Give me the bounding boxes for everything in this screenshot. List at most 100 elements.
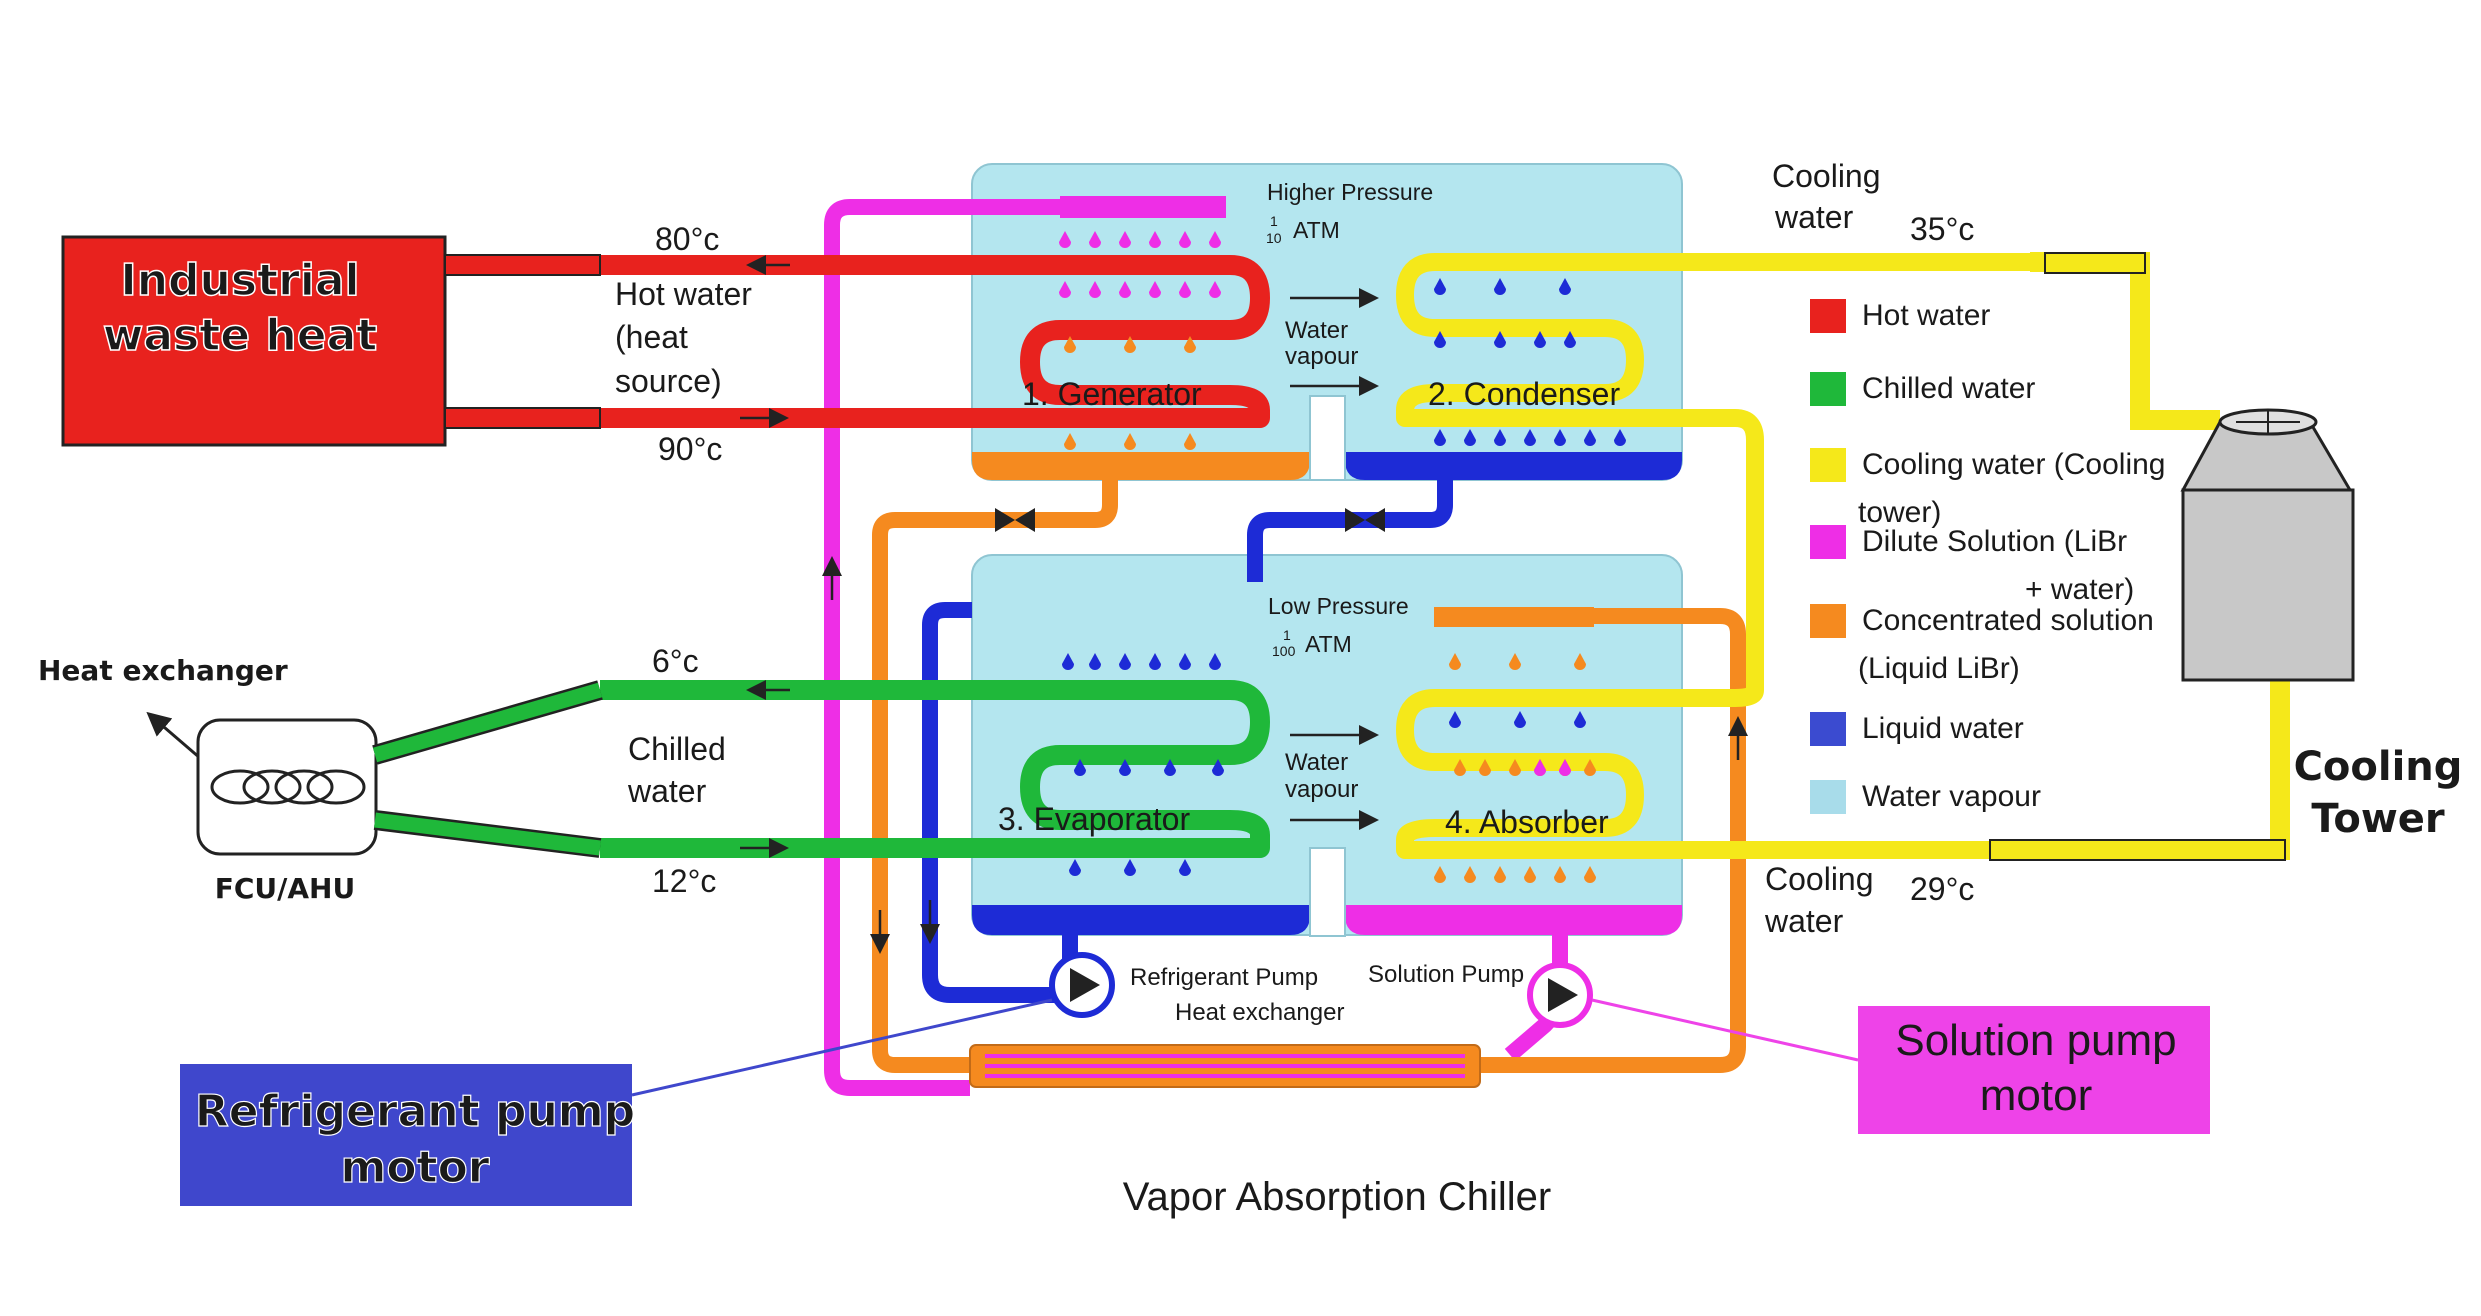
droplet <box>1119 653 1131 670</box>
high-pressure-label: Higher Pressure <box>1267 179 1433 205</box>
refrigerant-pump <box>1049 952 1115 1018</box>
droplet <box>1149 231 1161 248</box>
hot-water-coil <box>600 255 1270 428</box>
dilute-spray-header <box>1060 196 1226 218</box>
legend-swatch <box>1810 604 1846 638</box>
legend-swatch <box>1810 525 1846 559</box>
droplet <box>1509 653 1521 670</box>
droplet <box>1434 278 1446 295</box>
legend-label: Chilled water <box>1862 372 2035 405</box>
droplet <box>1179 231 1191 248</box>
droplet <box>1089 231 1101 248</box>
condenser-label: 2. Condenser <box>1428 376 1620 412</box>
cooling-water-bottom-label-2: water <box>1764 903 1844 939</box>
droplet <box>1534 331 1546 348</box>
fcu-ahu-unit <box>196 718 378 856</box>
low-pressure-numerator: 1 <box>1283 627 1291 643</box>
droplet <box>1584 866 1596 883</box>
expansion-valve-right <box>1345 508 1385 532</box>
hot-water-temp-out: 80°c <box>655 221 719 257</box>
water-vapour-upper-1: Water <box>1285 317 1348 344</box>
refrigerant-motor-leader <box>631 998 1053 1097</box>
droplet <box>1119 759 1131 776</box>
droplet <box>1449 653 1461 670</box>
droplet <box>1434 429 1446 446</box>
droplet <box>1064 336 1076 353</box>
droplet <box>1464 866 1476 883</box>
droplet <box>1064 433 1076 450</box>
cooling-water-top-label-1: Cooling <box>1772 158 1881 194</box>
droplet <box>1524 866 1536 883</box>
droplet <box>1069 859 1081 876</box>
legend-label-continued: (Liquid LiBr) <box>1858 652 2020 685</box>
droplet <box>1574 711 1586 728</box>
chilled-water-pipes-fcu <box>372 680 603 858</box>
droplet <box>1119 281 1131 298</box>
high-pressure-unit: ATM <box>1293 217 1340 243</box>
cooling-tower-label-2: Tower <box>2311 796 2445 842</box>
legend-swatch <box>1810 780 1846 814</box>
concentrated-spray-header <box>1434 607 1594 627</box>
droplet <box>1559 759 1571 776</box>
hot-water-label-3: source) <box>615 363 722 399</box>
legend-swatch <box>1810 299 1846 333</box>
droplet <box>1494 429 1506 446</box>
droplet <box>1062 653 1074 670</box>
droplet <box>1554 429 1566 446</box>
absorber-label: 4. Absorber <box>1445 804 1609 840</box>
low-pressure-unit: ATM <box>1305 631 1352 657</box>
solution-motor-line2: motor <box>1980 1071 2092 1120</box>
droplet <box>1059 231 1071 248</box>
droplet <box>1434 331 1446 348</box>
refrigerant-motor-line1: Refrigerant pump <box>195 1086 635 1137</box>
droplet <box>1449 711 1461 728</box>
fcu-ahu-label: FCU/AHU <box>215 872 355 905</box>
droplet <box>1089 653 1101 670</box>
concentrated-solution-pipe-right <box>1438 608 1746 1073</box>
droplet <box>1509 759 1521 776</box>
droplet <box>1149 653 1161 670</box>
hot-water-pipe-stub-bottom <box>444 407 601 429</box>
hot-water-label-1: Hot water <box>615 276 752 312</box>
legend-swatch <box>1810 448 1846 482</box>
droplet <box>1479 759 1491 776</box>
solution-motor-leader <box>1591 998 1859 1062</box>
droplets <box>1059 231 1626 883</box>
chilled-water-label-2: water <box>627 773 707 809</box>
water-vapour-lower-2: vapour <box>1285 776 1358 803</box>
concentrated-solution-pipe-left <box>872 480 1118 1073</box>
water-vapour-upper-2: vapour <box>1285 343 1358 370</box>
legend-label: Water vapour <box>1862 780 2041 813</box>
legend-swatch <box>1810 372 1846 406</box>
heat-exchanger-title: Heat exchanger <box>38 654 288 687</box>
cooling-water-coil-condenser <box>1396 253 2030 690</box>
legend-label: Concentrated solution <box>1862 604 2154 637</box>
droplet <box>1554 866 1566 883</box>
solution-motor-line1: Solution pump <box>1895 1016 2176 1065</box>
chilled-water-temp-in: 12°c <box>652 863 716 899</box>
droplet <box>1574 653 1586 670</box>
heat-exchanger-label: Heat exchanger <box>1175 999 1344 1026</box>
droplet <box>1179 859 1191 876</box>
high-pressure-numerator: 1 <box>1270 213 1278 229</box>
legend-swatch <box>1810 712 1846 746</box>
droplet <box>1494 278 1506 295</box>
high-pressure-denominator: 10 <box>1266 230 1282 246</box>
droplet <box>1454 759 1466 776</box>
generator-label: 1. Generator <box>1022 376 1202 412</box>
evaporator-label: 3. Evaporator <box>998 801 1190 837</box>
flow-arrows <box>740 255 1748 954</box>
droplet <box>1119 231 1131 248</box>
droplet <box>1209 231 1221 248</box>
cooling-tower <box>2180 408 2355 682</box>
droplet <box>1184 433 1196 450</box>
chilled-water-temp-out: 6°c <box>652 643 699 679</box>
industrial-waste-heat-line2: waste heat <box>103 310 378 361</box>
droplet <box>1209 281 1221 298</box>
droplet <box>1212 759 1224 776</box>
legend-label: Cooling water (Cooling <box>1862 448 2166 481</box>
droplet <box>1179 653 1191 670</box>
droplet <box>1564 331 1576 348</box>
